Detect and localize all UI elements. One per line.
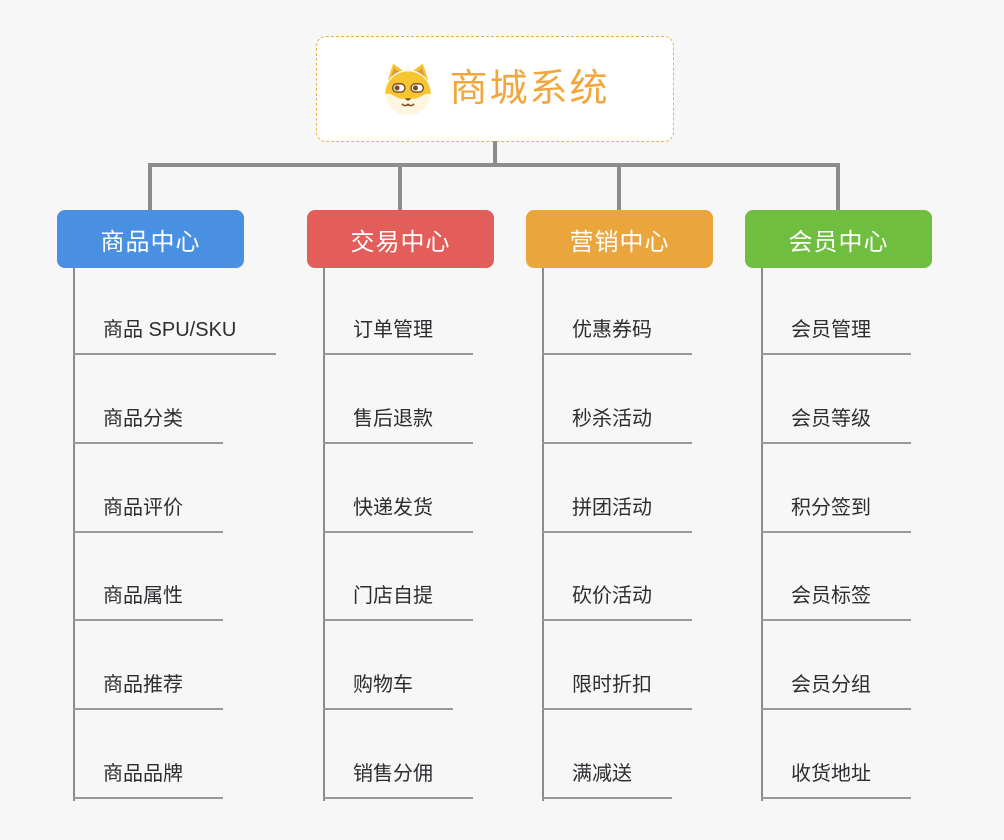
leaf-label: 商品品牌: [103, 763, 183, 785]
leaf-node[interactable]: 积分签到: [761, 493, 911, 533]
branch-trunk-line: [323, 268, 325, 801]
leaf-label: 拼团活动: [572, 496, 652, 519]
leaf-label: 商品分类: [103, 407, 183, 430]
branch-label: 营销中心: [569, 228, 670, 256]
leaf-label: 售后退款: [353, 407, 433, 430]
leaf-node[interactable]: 订单管理: [323, 315, 473, 355]
leaf-label: 会员管理: [791, 319, 871, 341]
branch-node-1[interactable]: 交易中心: [307, 210, 494, 268]
leaf-node[interactable]: 会员分组: [761, 670, 911, 711]
leaf-node[interactable]: 优惠券码: [542, 315, 692, 355]
root-label: 商城系统: [449, 68, 610, 110]
branch-label: 商品中心: [100, 228, 201, 256]
leaf-label: 收货地址: [791, 763, 871, 785]
leaf-label: 门店自提: [353, 585, 433, 608]
leaf-node[interactable]: 收货地址: [761, 759, 911, 799]
leaf-label: 满减送: [572, 763, 632, 785]
leaf-label: 商品评价: [103, 496, 183, 519]
root-node[interactable]: 商城系统: [316, 36, 674, 142]
connector-bus-line: [148, 163, 840, 167]
leaf-node[interactable]: 秒杀活动: [542, 404, 692, 444]
leaf-node[interactable]: 商品推荐: [73, 670, 223, 711]
leaf-node[interactable]: 限时折扣: [542, 670, 692, 711]
branch-label: 会员中心: [788, 228, 889, 256]
connector-drop-line: [148, 167, 152, 210]
leaf-node[interactable]: 商品品牌: [73, 759, 223, 799]
leaf-node[interactable]: 快递发货: [323, 493, 473, 533]
leaf-node[interactable]: 商品属性: [73, 581, 223, 622]
leaf-label: 购物车: [353, 674, 413, 697]
leaf-node[interactable]: 门店自提: [323, 581, 473, 622]
leaf-node[interactable]: 会员管理: [761, 315, 911, 355]
leaf-node[interactable]: 会员标签: [761, 581, 911, 622]
leaf-label: 会员标签: [791, 585, 871, 608]
leaf-label: 秒杀活动: [572, 407, 652, 430]
leaf-node[interactable]: 拼团活动: [542, 493, 692, 533]
branch-node-0[interactable]: 商品中心: [57, 210, 244, 268]
branch-node-3[interactable]: 会员中心: [745, 210, 932, 268]
leaf-node[interactable]: 售后退款: [323, 404, 473, 444]
leaf-label: 砍价活动: [572, 585, 652, 608]
leaf-label: 积分签到: [791, 496, 871, 519]
branch-node-2[interactable]: 营销中心: [526, 210, 713, 268]
leaf-label: 会员分组: [791, 674, 871, 697]
leaf-node[interactable]: 购物车: [323, 670, 453, 711]
connector-drop-line: [617, 167, 621, 210]
connector-drop-line: [398, 167, 402, 210]
root-connector-stub: [493, 141, 497, 163]
leaf-label: 限时折扣: [572, 674, 652, 697]
leaf-node[interactable]: 商品 SPU/SKU: [73, 315, 277, 355]
connector-drop-line: [836, 167, 840, 210]
leaf-label: 订单管理: [353, 319, 433, 341]
branch-label: 交易中心: [350, 228, 451, 256]
leaf-label: 优惠券码: [572, 319, 652, 341]
branch-trunk-line: [73, 268, 75, 801]
branch-trunk-line: [761, 268, 763, 801]
leaf-node[interactable]: 会员等级: [761, 404, 911, 444]
leaf-node[interactable]: 商品分类: [73, 404, 223, 444]
leaf-node[interactable]: 商品评价: [73, 493, 223, 533]
leaf-label: 销售分佣: [353, 763, 433, 785]
leaf-label: 商品推荐: [103, 674, 183, 697]
dog-face-icon: [380, 61, 436, 117]
branch-trunk-line: [542, 268, 544, 801]
leaf-label: 快递发货: [353, 496, 433, 519]
leaf-label: 商品属性: [103, 585, 183, 608]
leaf-label: 会员等级: [791, 407, 871, 430]
leaf-node[interactable]: 满减送: [542, 759, 672, 799]
leaf-node[interactable]: 砍价活动: [542, 581, 692, 622]
leaf-label: 商品 SPU/SKU: [103, 319, 237, 341]
leaf-node[interactable]: 销售分佣: [323, 759, 473, 799]
